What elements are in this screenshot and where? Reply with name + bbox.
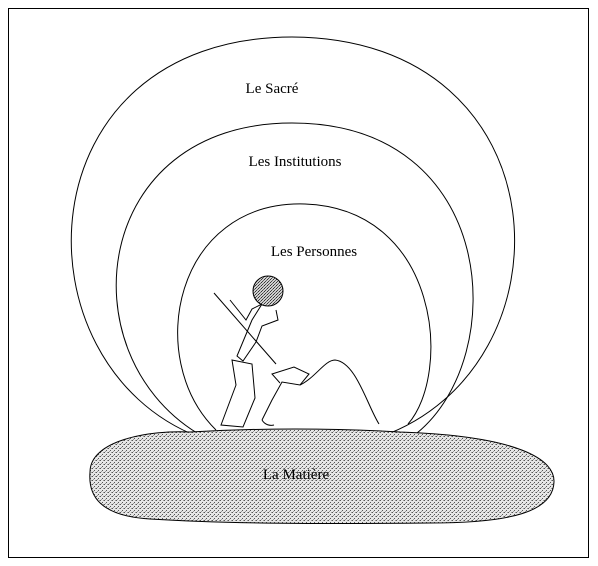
sacred-arc: [70, 36, 516, 438]
institutions-arc: [115, 122, 474, 434]
human-figure-icon: [213, 275, 380, 428]
label-persons: Les Personnes: [271, 244, 357, 260]
persons-arc: [177, 203, 432, 431]
label-matter: La Matière: [263, 467, 330, 483]
label-sacred: Le Sacré: [246, 81, 299, 97]
matter-ellipse: [89, 428, 555, 525]
label-institutions: Les Institutions: [249, 154, 342, 170]
diagram-frame: [8, 8, 589, 558]
